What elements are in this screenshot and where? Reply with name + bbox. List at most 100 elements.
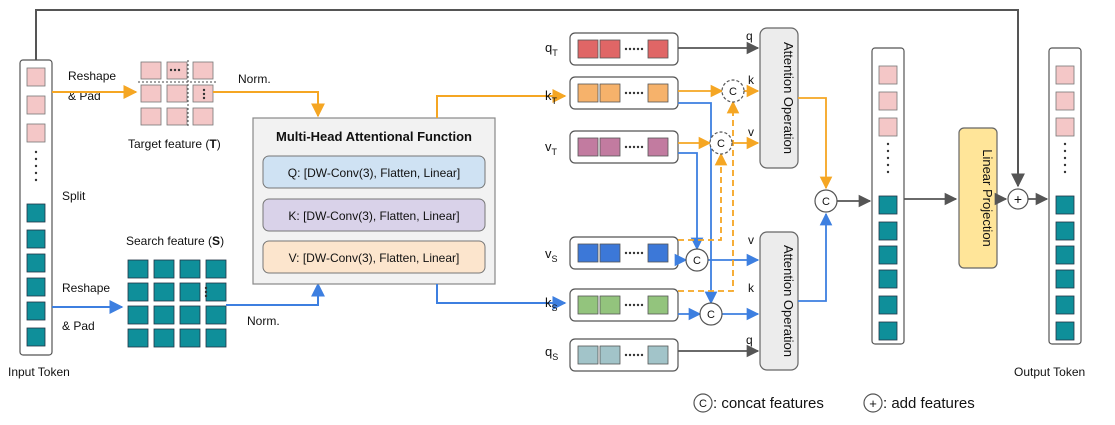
teal-token bbox=[878, 221, 898, 241]
teal-token bbox=[878, 295, 898, 315]
teal-token bbox=[26, 327, 46, 347]
norm-arrow-top bbox=[213, 91, 325, 118]
target-cell bbox=[166, 107, 188, 126]
ellipsis-dot bbox=[640, 353, 644, 357]
ellipsis-dot bbox=[632, 353, 636, 357]
ellipsis-dot bbox=[640, 303, 644, 307]
input-token-cells bbox=[26, 67, 46, 347]
ellipsis-dot bbox=[628, 47, 632, 51]
search-cell bbox=[205, 282, 227, 302]
target-feature-grid bbox=[138, 60, 216, 126]
ellipsis-dot bbox=[628, 251, 632, 255]
search-cell bbox=[179, 259, 201, 279]
ellipsis-dot bbox=[204, 286, 208, 290]
k-projection-label: K: [DW-Conv(3), Flatten, Linear] bbox=[288, 209, 459, 223]
attention-operation-top-label: Attention Operation bbox=[781, 42, 796, 154]
kS-row-token bbox=[599, 295, 621, 315]
ellipsis-dot bbox=[636, 47, 640, 51]
ellipsis-dot bbox=[34, 157, 38, 161]
kT-row-token bbox=[647, 83, 669, 103]
ellipsis-dot bbox=[1063, 142, 1067, 146]
concat-kS-symbol: C bbox=[707, 309, 715, 321]
ellipsis-dot bbox=[34, 150, 38, 154]
legend-concat-icon bbox=[693, 393, 713, 413]
attention-operation-bottom-label: Attention Operation bbox=[781, 245, 796, 357]
qT-row-token bbox=[577, 39, 599, 59]
search-cell bbox=[205, 259, 227, 279]
ellipsis-dot bbox=[628, 91, 632, 95]
target-cell bbox=[140, 84, 162, 103]
target-cell bbox=[166, 84, 188, 103]
ellipsis-dot bbox=[886, 163, 890, 167]
ellipsis-dot bbox=[886, 149, 890, 153]
v-projection-label: V: [DW-Conv(3), Flatten, Linear] bbox=[289, 251, 460, 265]
ellipsis-dot bbox=[628, 353, 632, 357]
ellipsis-dot bbox=[636, 353, 640, 357]
teal-token bbox=[26, 277, 46, 297]
add-symbol: + bbox=[1014, 191, 1022, 207]
q-projection-label: Q: [DW-Conv(3), Flatten, Linear] bbox=[288, 166, 461, 180]
output-token-label: Output Token bbox=[1014, 365, 1085, 379]
search-cell bbox=[153, 282, 175, 302]
qT-row-token bbox=[647, 39, 669, 59]
target-feature-label: Target feature (T) bbox=[128, 137, 221, 151]
target-cell bbox=[192, 61, 214, 80]
kT-row-token bbox=[577, 83, 599, 103]
attn-bottom-k-label: k bbox=[748, 281, 755, 295]
ellipsis-dot bbox=[640, 91, 644, 95]
norm-label-top: Norm. bbox=[238, 72, 271, 86]
ellipsis-dot bbox=[34, 171, 38, 175]
ellipsis-dot bbox=[632, 91, 636, 95]
teal-token bbox=[1055, 295, 1075, 315]
ellipsis-dot bbox=[624, 303, 628, 307]
target-cell bbox=[140, 107, 162, 126]
ellipsis-dot bbox=[632, 303, 636, 307]
search-cell bbox=[127, 259, 149, 279]
ellipsis-dot bbox=[204, 294, 208, 298]
pink-token bbox=[878, 117, 898, 137]
ellipsis-dot bbox=[202, 96, 206, 100]
ellipsis-dot bbox=[624, 91, 628, 95]
concat-vT-symbol: C bbox=[717, 138, 725, 150]
pink-token bbox=[26, 67, 46, 87]
teal-token bbox=[878, 245, 898, 265]
pink-token bbox=[26, 95, 46, 115]
pink-token bbox=[878, 65, 898, 85]
kT-to-bottom-concat-arrow bbox=[678, 102, 718, 305]
concat-kS-circle bbox=[699, 302, 723, 326]
pad-label-bottom: & Pad bbox=[62, 319, 95, 333]
teal-token bbox=[1055, 269, 1075, 289]
vT-row-token bbox=[577, 137, 599, 157]
search-feature-label: Search feature (S) bbox=[126, 234, 224, 248]
ellipsis-dot bbox=[640, 47, 644, 51]
pink-token bbox=[878, 91, 898, 111]
concat-vS-circle bbox=[685, 248, 709, 272]
search-cell bbox=[153, 259, 175, 279]
teal-token bbox=[1055, 195, 1075, 215]
linear-projection-label: Linear Projection bbox=[980, 149, 995, 247]
attn-bottom-to-concat-arrow bbox=[798, 212, 833, 302]
ellipsis-dot bbox=[886, 170, 890, 174]
input-token-label: Input Token bbox=[8, 365, 70, 379]
qT-row-token bbox=[599, 39, 621, 59]
vS-to-top-concat-arrow bbox=[678, 152, 728, 241]
ellipsis-dot bbox=[640, 145, 644, 149]
ellipsis-dot bbox=[632, 47, 636, 51]
attn-bottom-v-label: v bbox=[748, 233, 754, 247]
norm-label-bottom: Norm. bbox=[247, 314, 280, 328]
search-cell bbox=[179, 328, 201, 348]
attn-bottom-q-label: q bbox=[746, 333, 753, 347]
pink-token bbox=[1055, 91, 1075, 111]
pink-token bbox=[1055, 117, 1075, 137]
search-cell bbox=[153, 305, 175, 325]
qS-row-token bbox=[599, 345, 621, 365]
teal-token bbox=[878, 195, 898, 215]
pink-token bbox=[26, 123, 46, 143]
teal-token bbox=[26, 301, 46, 321]
teal-token bbox=[1055, 221, 1075, 241]
ellipsis-dot bbox=[1063, 149, 1067, 153]
vT-to-bottom-concat-arrow bbox=[678, 152, 704, 251]
ellipsis-dot bbox=[636, 145, 640, 149]
legend-concat-label: : concat features bbox=[713, 395, 824, 412]
